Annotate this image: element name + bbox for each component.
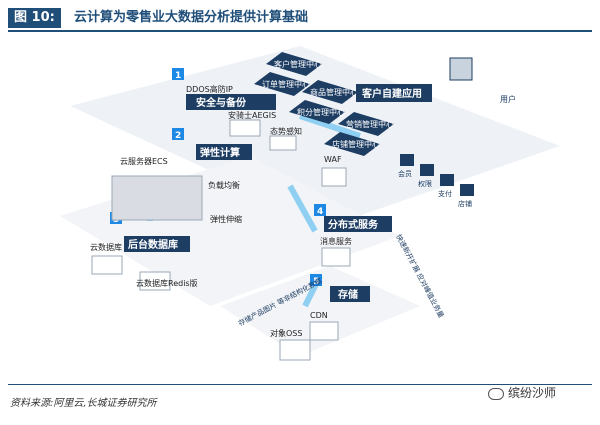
- section-app: 客户自建应用: [361, 87, 422, 100]
- app-center-label: 店铺管理中心: [332, 139, 380, 149]
- security-item: 态势感知: [270, 126, 302, 136]
- distributed-item: 消息服务: [320, 236, 352, 246]
- database-item: 云数据库Redis版: [136, 278, 198, 288]
- flow-arrow-dist: [287, 184, 318, 233]
- figure-title: 云计算为零售业大数据分析提供计算基础: [74, 10, 309, 25]
- compute-item: 负载均衡: [208, 180, 240, 190]
- figure-title-bar: 图 10: 云计算为零售业大数据分析提供计算基础: [8, 6, 592, 32]
- database-item: 云数据库: [90, 242, 122, 252]
- architecture-diagram: 客户管理中心 订单管理中心 商品管理中心 积分管理中心 营销管理中心 店铺管理中…: [60, 46, 560, 361]
- step-number: 5: [313, 277, 319, 287]
- security-item: 安骑士AEGIS: [228, 110, 276, 120]
- section-labels: 安全与备份 弹性计算 后台数据库 分布式服务 存储 客户自建应用: [124, 84, 432, 302]
- security-item: DDOS高防IP: [186, 84, 233, 94]
- app-center-label: 积分管理中心: [297, 107, 345, 117]
- section-database: 后台数据库: [128, 238, 178, 251]
- app-center-label: 商品管理中心: [310, 87, 358, 97]
- step-number: 1: [175, 71, 181, 81]
- storage-item: CDN: [310, 311, 328, 320]
- user-icon: [449, 57, 473, 81]
- user-label: 用户: [500, 94, 516, 104]
- app-center-label: 营销管理中心: [346, 119, 394, 129]
- storage-item: 对象OSS: [270, 328, 302, 338]
- watermark: 缤纷沙师: [487, 384, 556, 401]
- app-icon-label: 店铺: [458, 199, 472, 208]
- step-number: 4: [317, 207, 323, 217]
- compute-item: 弹性伸缩: [210, 214, 242, 224]
- database-items: 云数据库 云数据库Redis版: [90, 242, 198, 291]
- distributed-items: 消息服务: [320, 236, 352, 267]
- section-storage: 存储: [338, 288, 358, 301]
- app-icon-label: 权限: [418, 179, 432, 188]
- flow-arrow-app: [299, 113, 361, 139]
- app-icons: [400, 154, 474, 196]
- section-distributed: 分布式服务: [328, 218, 379, 231]
- section-security: 安全与备份: [196, 96, 247, 109]
- app-icon-label: 会员: [398, 169, 412, 178]
- footer-rule: [8, 384, 592, 385]
- section-compute: 弹性计算: [200, 146, 240, 159]
- app-centers: [254, 52, 394, 156]
- main-platform: [70, 46, 560, 226]
- app-icon-label: 支付: [438, 189, 452, 198]
- watermark-text: 缤纷沙师: [507, 386, 556, 400]
- app-center-label: 客户管理中心: [274, 59, 322, 69]
- figure-number: 图 10:: [8, 8, 61, 28]
- wechat-icon: [487, 387, 504, 400]
- step-number: 2: [175, 131, 181, 141]
- compute-item: 云服务器ECS: [120, 156, 168, 166]
- security-items: DDOS高防IP 安骑士AEGIS 态势感知 WAF: [186, 84, 347, 187]
- security-item: WAF: [324, 155, 342, 164]
- storage-items: CDN 对象OSS: [270, 311, 339, 361]
- source-note: 资料来源:阿里云,长城证券研究所: [10, 398, 157, 409]
- app-center-label: 订单管理中心: [262, 79, 310, 89]
- compute-items: 云服务器ECS 负载均衡 弹性伸缩: [111, 156, 242, 224]
